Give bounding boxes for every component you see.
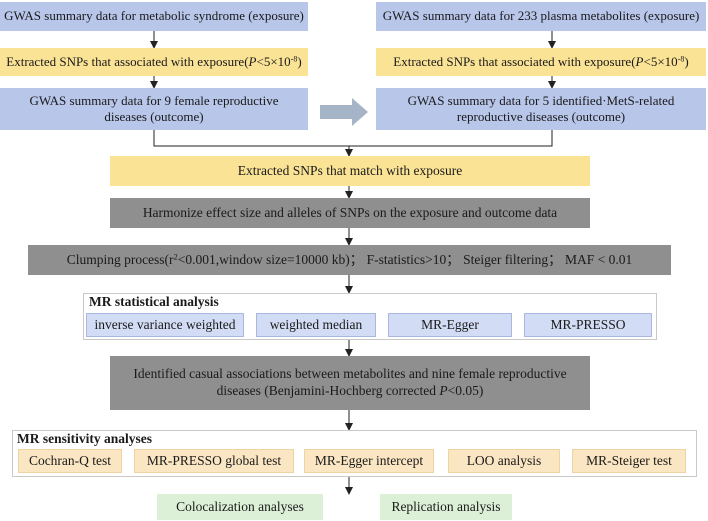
match-text: Extracted SNPs that match with exposure (237, 162, 463, 178)
harmonize-text: Harmonize effect size and alleles of SNP… (142, 204, 558, 220)
test-mr-presso-global-label: MR-PRESSO global test (146, 452, 282, 468)
left-snps-box: Extracted SNPs that associated with expo… (0, 48, 308, 76)
method-weighted-median-label: weighted median (269, 316, 363, 332)
test-cochran-q: Cochran-Q test (18, 449, 122, 473)
clumping-box: Clumping process(r2<0.001,window size=10… (28, 245, 671, 275)
method-mr-presso-label: MR-PRESSO (550, 316, 626, 332)
mr-analysis-title: MR statistical analysis (89, 294, 219, 309)
test-mr-egger-intercept-label: MR-Egger intercept (314, 452, 424, 468)
right-outcome-text: GWAS summary data for 5 identified·MetS-… (407, 92, 675, 124)
replication-box: Replication analysis (380, 494, 512, 520)
sensitivity-title: MR sensitivity analyses (17, 431, 152, 446)
right-exposure-text: GWAS summary data for 233 plasma metabol… (382, 8, 700, 24)
method-weighted-median: weighted median (256, 313, 376, 337)
test-loo-analysis: LOO analysis (448, 449, 560, 473)
method-mr-presso: MR-PRESSO (524, 313, 652, 337)
right-outcome-box: GWAS summary data for 5 identified·MetS-… (376, 88, 706, 130)
clumping-text: Clumping process(r2<0.001,window size=10… (66, 251, 633, 267)
identified-line2: diseases (Benjamini-Hochberg corrected P… (216, 383, 484, 398)
method-mr-egger: MR-Egger (388, 313, 512, 337)
test-mr-egger-intercept: MR-Egger intercept (304, 449, 434, 473)
left-exposure-text: GWAS summary data for metabolic syndrome… (4, 8, 304, 24)
method-mr-egger-label: MR-Egger (421, 316, 479, 332)
right-snps-text: Extracted SNPs that associated with expo… (393, 53, 689, 69)
left-snps-text: Extracted SNPs that associated with expo… (6, 53, 302, 69)
test-cochran-q-label: Cochran-Q test (28, 452, 112, 468)
method-ivw-label: inverse variance weighted (94, 316, 236, 332)
test-mr-presso-global: MR-PRESSO global test (134, 449, 294, 473)
left-exposure-box: GWAS summary data for metabolic syndrome… (0, 2, 308, 31)
colocalization-box: Colocalization analyses (157, 494, 323, 520)
test-mr-steiger-label: MR-Steiger test (586, 452, 672, 468)
merge-connector (153, 130, 553, 147)
test-mr-steiger: MR-Steiger test (572, 449, 686, 473)
right-exposure-box: GWAS summary data for 233 plasma metabol… (376, 2, 706, 31)
replication-label: Replication analysis (391, 498, 501, 514)
harmonize-box: Harmonize effect size and alleles of SNP… (110, 198, 590, 228)
left-outcome-text: GWAS summary data for 9 female reproduct… (29, 92, 279, 124)
colocalization-label: Colocalization analyses (176, 498, 304, 514)
big-right-arrow (320, 98, 368, 126)
identified-line1: Identified casual associations between m… (133, 366, 567, 382)
right-snps-box: Extracted SNPs that associated with expo… (376, 48, 706, 76)
identified-box: Identified casual associations between m… (110, 356, 590, 410)
test-loo-analysis-label: LOO analysis (466, 452, 542, 468)
match-box: Extracted SNPs that match with exposure (110, 156, 590, 186)
method-ivw: inverse variance weighted (86, 313, 244, 337)
left-outcome-box: GWAS summary data for 9 female reproduct… (0, 88, 308, 130)
